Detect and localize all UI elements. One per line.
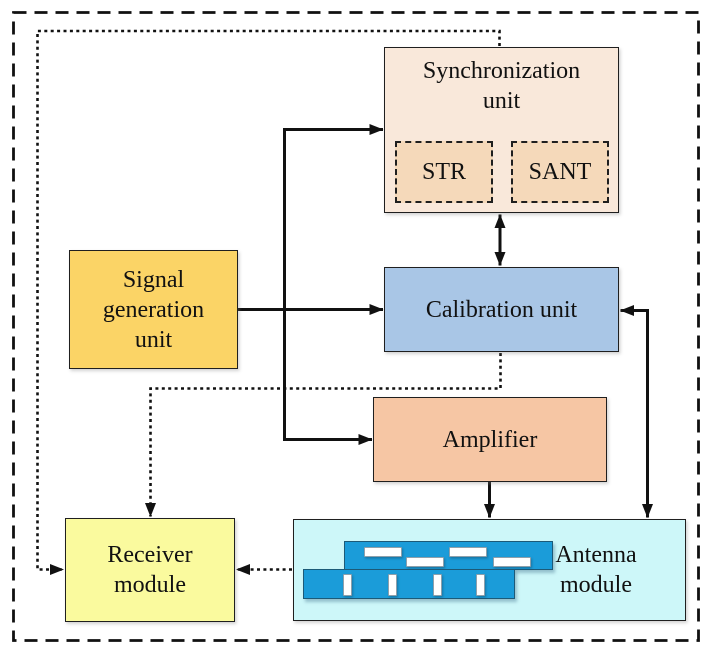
receiver-module-label: Receiver — [107, 542, 193, 568]
outer-dashed-border — [12, 11, 700, 642]
receiver-module-box: Receiver module — [65, 518, 235, 622]
signal-generation-unit-label: Signal — [122, 266, 185, 293]
solid-connectors — [238, 124, 653, 518]
str-box: STR — [395, 141, 493, 203]
calibration-unit-box: Calibration unit — [384, 267, 619, 352]
signal-generation-unit-label-line2: generation — [102, 296, 205, 323]
sant-label: SANT — [528, 159, 592, 185]
str-label: STR — [421, 159, 466, 185]
antenna-module-box: Antenna module — [293, 519, 686, 621]
signal-generation-unit-box: Signal generation unit — [69, 250, 238, 369]
antenna-slot-icon — [449, 547, 487, 557]
receiver-module-label-line2: module — [114, 572, 186, 598]
antenna-panel-vertical-slots — [303, 569, 515, 599]
antenna-slot-icon — [388, 574, 397, 596]
antenna-slot-icon — [343, 574, 352, 596]
antenna-slot-icon — [476, 574, 485, 596]
connector-signal-to-amplifier — [283, 309, 373, 445]
antenna-module-label: Antenna module — [555, 542, 637, 598]
amplifier-box: Amplifier — [373, 397, 607, 482]
antenna-slot-icon — [433, 574, 442, 596]
sant-box: SANT — [511, 141, 609, 203]
dashed-connectors — [36, 29, 502, 575]
antenna-slot-icon — [406, 557, 444, 567]
connector-calibration-to-receiver — [145, 353, 502, 517]
synchronization-unit-box: Synchronization unit STR SANT — [384, 47, 619, 213]
amplifier-label: Amplifier — [442, 426, 538, 453]
connector-signal-to-synchronization — [283, 124, 384, 310]
antenna-module-label-line2: module — [560, 572, 632, 598]
signal-generation-unit-label-line3: unit — [134, 326, 173, 353]
calibration-unit-label: Calibration unit — [425, 296, 578, 323]
connector-calibration-antenna-double-arrow — [620, 305, 653, 518]
synchronization-unit-label-line2: unit — [482, 88, 521, 114]
connector-sync-to-receiver — [36, 29, 501, 575]
synchronization-unit-label: Synchronization — [422, 58, 581, 84]
antenna-slot-icon — [364, 547, 402, 557]
antenna-slot-icon — [493, 557, 531, 567]
